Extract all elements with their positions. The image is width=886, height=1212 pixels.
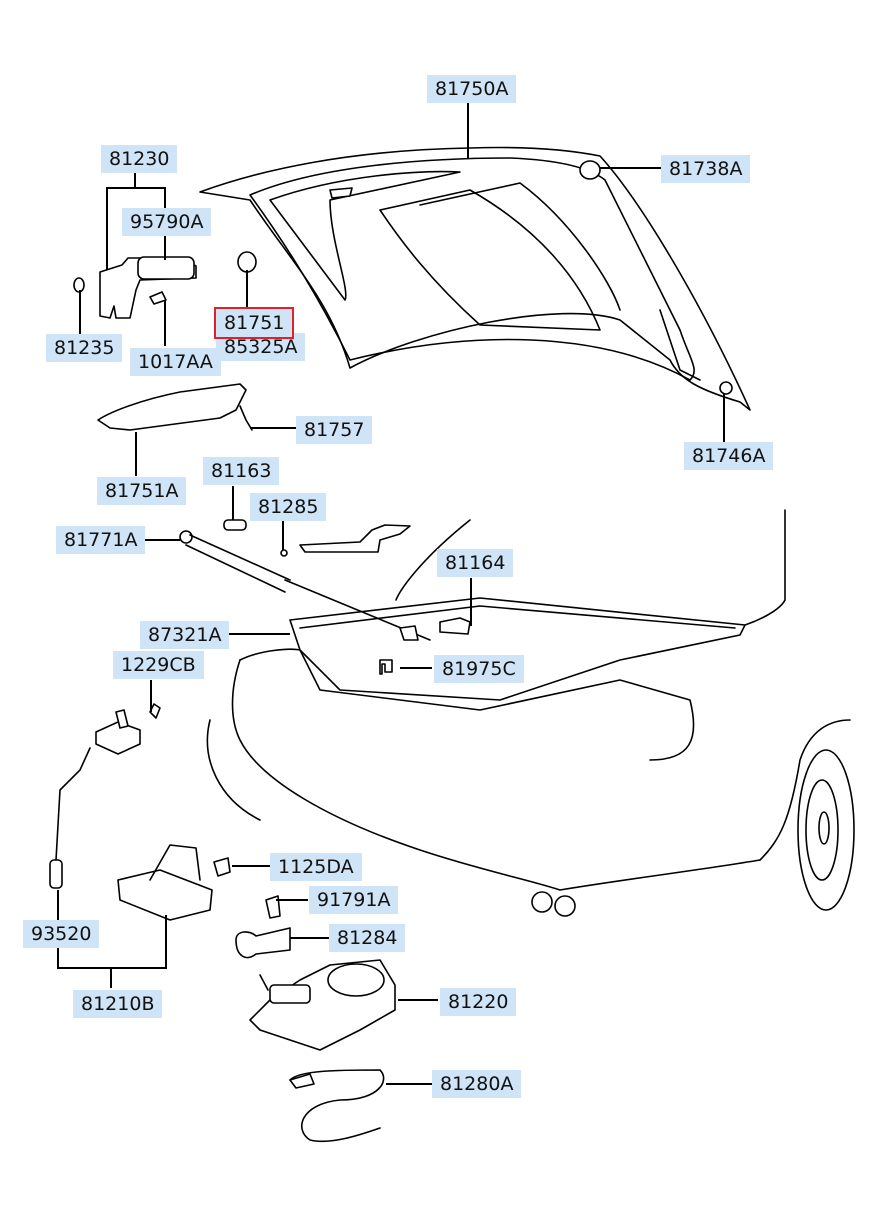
part-label-81235[interactable]: 81235 <box>46 334 123 362</box>
part-label-85325a[interactable]: 85325A <box>216 333 306 361</box>
part-label-87321a[interactable]: 87321A <box>140 621 230 649</box>
part-label-81164[interactable]: 81164 <box>437 549 514 577</box>
part-label-81210b[interactable]: 81210B <box>73 990 163 1018</box>
latch-assembly-drawing <box>73 251 257 319</box>
key-cylinder-drawing <box>49 703 161 889</box>
part-label-81975c[interactable]: 81975C <box>434 655 524 683</box>
part-label-81284[interactable]: 81284 <box>329 924 406 952</box>
leader-lines <box>57 102 725 1085</box>
part-label-1125da[interactable]: 1125DA <box>270 853 362 881</box>
part-label-81220[interactable]: 81220 <box>440 988 517 1016</box>
part-label-81230[interactable]: 81230 <box>101 145 178 173</box>
trunk-latch-drawing <box>235 895 396 1143</box>
part-label-1229cb[interactable]: 1229CB <box>113 651 204 679</box>
trunk-lining-drawing <box>97 383 253 431</box>
part-label-81751a[interactable]: 81751A <box>97 477 187 505</box>
part-label-81280a[interactable]: 81280A <box>432 1070 522 1098</box>
car-body-drawing <box>206 509 855 917</box>
part-label-81738a[interactable]: 81738A <box>661 155 751 183</box>
part-label-81771a[interactable]: 81771A <box>56 526 146 554</box>
part-label-95790a[interactable]: 95790A <box>122 208 212 236</box>
trunk-strut-drawing <box>179 519 431 641</box>
part-label-93520[interactable]: 93520 <box>23 920 100 948</box>
striker-drawing <box>117 844 231 921</box>
part-label-91791a[interactable]: 91791A <box>309 886 399 914</box>
part-label-81746a[interactable]: 81746A <box>684 442 774 470</box>
trunk-lid-drawing <box>199 146 751 411</box>
part-label-81751-selected[interactable]: 81751 <box>213 307 295 339</box>
part-label-81757[interactable]: 81757 <box>296 416 373 444</box>
part-label-81163[interactable]: 81163 <box>203 457 280 485</box>
part-label-81285[interactable]: 81285 <box>250 493 327 521</box>
part-label-81750a[interactable]: 81750A <box>427 75 517 103</box>
part-label-1017aa[interactable]: 1017AA <box>130 348 221 376</box>
